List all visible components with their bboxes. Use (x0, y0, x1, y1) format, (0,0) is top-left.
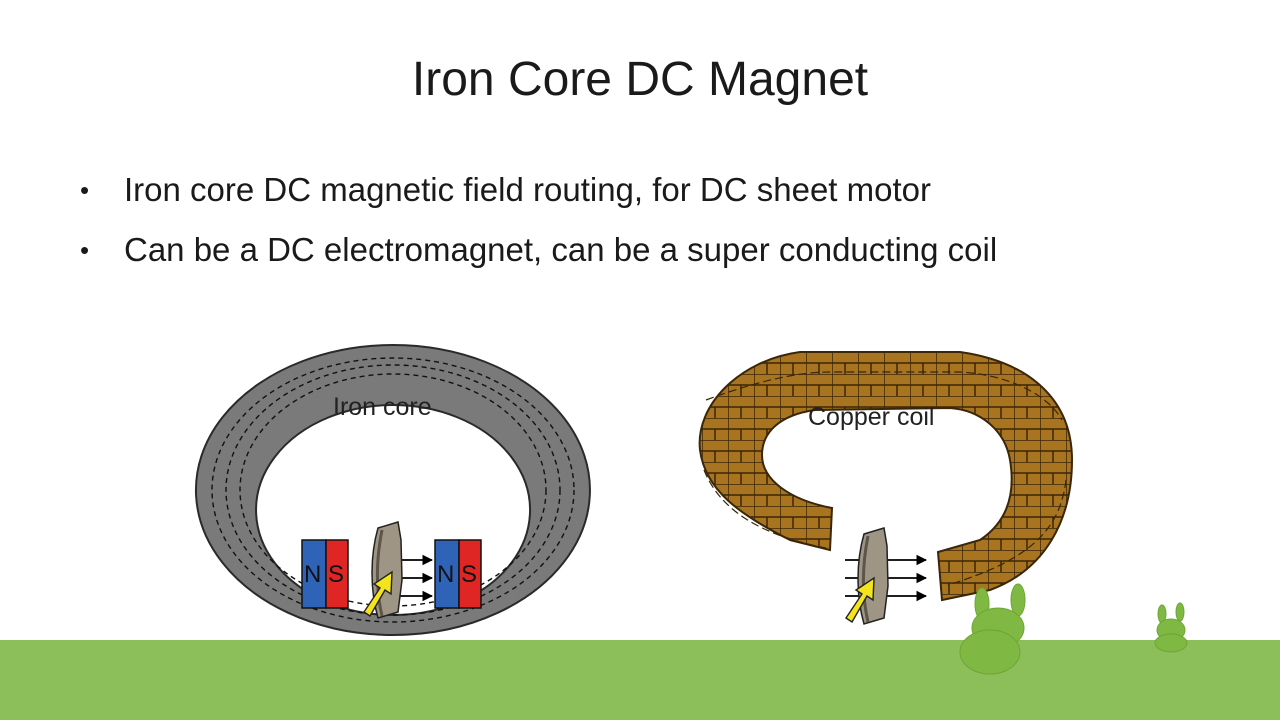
magnet-south-label: S (328, 561, 345, 588)
bunny-icon (959, 583, 1026, 675)
magnet-north-label: N (304, 561, 322, 588)
magnet-south-label: S (461, 561, 478, 588)
iron-core-label: Iron core (333, 393, 432, 421)
bullet-list: • Iron core DC magnetic field routing, f… (80, 160, 997, 280)
iron-core-flux-line (239, 373, 547, 607)
copper-coil-label: Copper coil (808, 403, 935, 431)
bullet-text: Can be a DC electromagnet, can be a supe… (124, 231, 998, 268)
bullet-dot-icon: • (80, 235, 90, 265)
bullet-text: Iron core DC magnetic field routing, for… (124, 171, 932, 208)
iron-core-flux-line (225, 364, 561, 616)
left-magnet (301, 539, 349, 609)
motion-arrow-icon (363, 570, 393, 617)
bunny-icon (1154, 602, 1188, 653)
iron-core-diagram (195, 344, 591, 636)
ground-band (0, 640, 1280, 720)
bullet-item: • Iron core DC magnetic field routing, f… (80, 160, 997, 220)
bullet-dot-icon: • (80, 175, 90, 205)
right-magnet (434, 539, 482, 609)
copper-coil-diagram (698, 351, 1074, 625)
slide-title: Iron Core DC Magnet (411, 53, 869, 106)
magnet-north-label: N (437, 561, 455, 588)
copper-coil-ring (698, 351, 1074, 602)
iron-core-flux-line (211, 357, 575, 623)
bullet-item: • Can be a DC electromagnet, can be a su… (80, 220, 997, 280)
motion-arrow-icon (845, 576, 875, 623)
